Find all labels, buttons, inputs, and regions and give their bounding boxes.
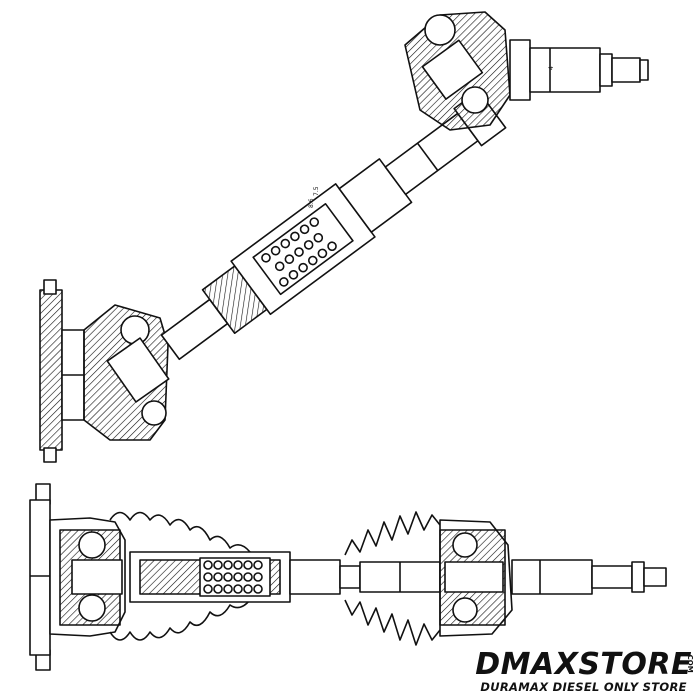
- upper-outer-joint: [404, 11, 649, 131]
- upper-bearing-balls: [261, 217, 337, 287]
- lower-straight-axle: [29, 483, 667, 671]
- lower-inner-boot: [109, 511, 266, 557]
- lower-inner-joint: [49, 517, 126, 637]
- upper-left-flange: [39, 279, 85, 463]
- lower-left-flange: [29, 483, 51, 671]
- logo-wordmark: DMAXSTORE: [475, 647, 692, 682]
- dmaxstore-logo: DMAXSTORE DURAMAX DIESEL ONLY STORE .COM: [475, 647, 694, 695]
- logo-tagline: DURAMAX DIESEL ONLY STORE: [480, 680, 687, 694]
- upper-axle-label-1: 7.5: [313, 186, 320, 196]
- lower-center-shaft: [289, 559, 441, 595]
- logo-domain-mark: .COM: [686, 652, 694, 673]
- lower-outer-joint: [439, 519, 667, 637]
- lower-plunge-bearing: [129, 551, 291, 603]
- upper-axle-label-0: 4: [548, 66, 555, 70]
- lower-inner-boot-bottom: [109, 597, 266, 641]
- lower-outer-boot-bottom: [344, 599, 441, 646]
- upper-angled-axle: [39, 11, 649, 463]
- upper-axle-label-2: 8.6: [308, 198, 315, 208]
- lower-outer-boot-top: [344, 511, 441, 556]
- upper-inner-joint: [83, 304, 170, 441]
